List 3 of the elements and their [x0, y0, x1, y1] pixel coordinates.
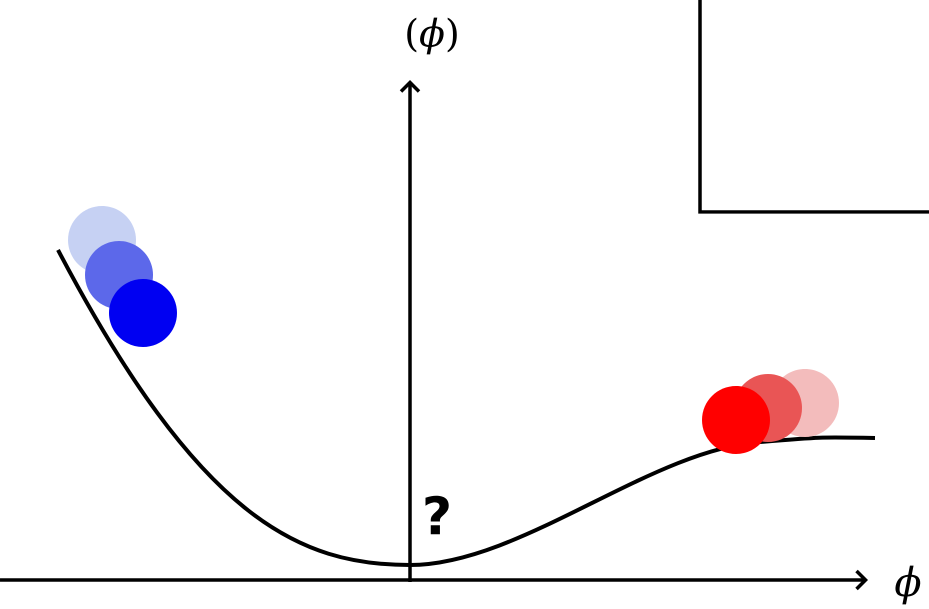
- axis-label: ?: [426, 496, 449, 534]
- axis-label: (ϕ): [407, 18, 457, 54]
- axis-label: ϕ: [895, 566, 920, 604]
